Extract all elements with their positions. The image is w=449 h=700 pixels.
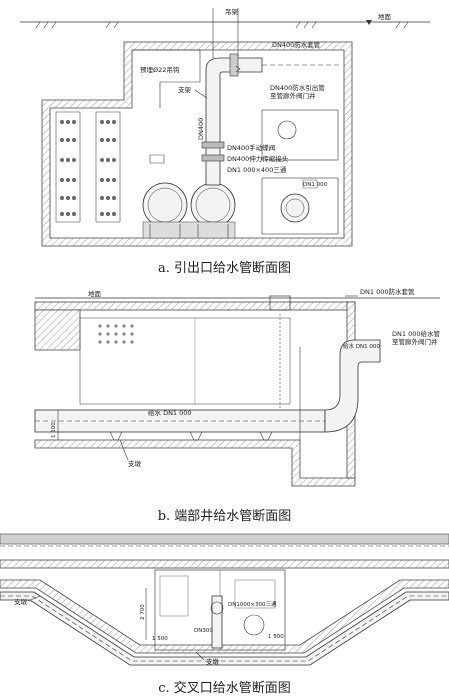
section-c-road-band bbox=[0, 533, 449, 545]
section-a-ground-marker bbox=[366, 20, 372, 25]
section-c-dim-left: 1 500 bbox=[152, 636, 168, 642]
section-b-bottom-slab bbox=[34, 439, 356, 487]
section-b-outlet-label-2: 至管廊外阀门井 bbox=[392, 337, 438, 346]
section-a-cable-trays bbox=[55, 111, 121, 223]
section-a-riser bbox=[201, 8, 340, 186]
section-a-box-label: DN1 000 bbox=[303, 182, 328, 188]
section-c-dim-height: 2 700 bbox=[140, 604, 146, 620]
section-c-drawing: 2 700 1 500 1 500 支墩 DN1000×300三通 DN300 … bbox=[0, 533, 449, 666]
section-b-ground-label: 地面 bbox=[88, 289, 102, 298]
caption-b: b. 端部井给水管断面图 bbox=[157, 509, 292, 524]
section-a-tee-label: DN1 000×400三通 bbox=[227, 165, 287, 174]
section-b-outlet-label-1: DN1 000给水管 bbox=[392, 329, 440, 338]
section-c-support-left-label: 支墩 bbox=[14, 597, 28, 606]
section-b-sleeve-label: DN1 000防水套管 bbox=[360, 287, 415, 296]
section-a-main-pipes bbox=[142, 182, 236, 239]
section-a-hanger-label: 吊架 bbox=[225, 8, 239, 16]
section-a-roof-step bbox=[132, 49, 201, 108]
section-a-ground-hatch bbox=[35, 21, 409, 29]
section-b-riser-pipe bbox=[324, 339, 381, 433]
section-c-riser bbox=[211, 595, 223, 649]
section-b-drawing: 地面 DN1 000防水套管 DN1 bbox=[34, 287, 440, 487]
caption-a: a. 引出口给水管断面图 bbox=[157, 261, 291, 276]
section-b-inner-label: 给水 DN1 000 bbox=[343, 342, 380, 350]
caption-c: c. 交叉口给水管断面图 bbox=[158, 681, 291, 696]
section-b-chamber bbox=[79, 317, 291, 405]
section-a-ground-label: 地面 bbox=[378, 12, 392, 21]
section-b-cable-grid bbox=[98, 324, 134, 344]
section-c-tee-label: DN1000×300三通 bbox=[228, 600, 277, 608]
section-a-valve-box bbox=[149, 154, 165, 164]
section-a-sleeve-label: DN400防水套管 bbox=[272, 40, 321, 49]
section-b-top-slab bbox=[34, 301, 356, 311]
section-b-support-label: 支墩 bbox=[128, 459, 142, 468]
section-b-main-label: 给水 DN1 000 bbox=[148, 408, 192, 417]
section-a-support-label: 支架 bbox=[178, 85, 192, 94]
section-a-vertical-label: DN400 bbox=[197, 118, 205, 140]
section-b-dim-label: 1 100 bbox=[51, 422, 57, 438]
section-a-outlet-pipe-label-1: DN400防水引出管 bbox=[270, 83, 325, 92]
section-a-right-chambers bbox=[261, 109, 339, 235]
section-a-outer-wall bbox=[41, 41, 353, 247]
section-a-outlet-pipe-label-2: 至管廊外阀门井 bbox=[270, 91, 316, 100]
section-a-valve-label: DN400手动蝶阀 bbox=[227, 143, 275, 152]
section-b-manhole bbox=[269, 295, 291, 311]
section-c-top-slab bbox=[0, 559, 449, 569]
section-c-vertical-label: DN300 bbox=[194, 628, 213, 634]
section-b-supports bbox=[109, 431, 273, 441]
section-a-joint-label: DN400伸力传缩接头 bbox=[227, 154, 289, 163]
section-a-hook-label: 预埋Ø22吊钩 bbox=[140, 65, 180, 74]
section-c-support-bottom-label: 支墩 bbox=[206, 657, 220, 666]
section-c-v-wall bbox=[0, 579, 449, 654]
section-a-drawing: 地面 bbox=[20, 8, 430, 247]
section-b-left-wall bbox=[34, 309, 81, 351]
section-c-dim-right: 1 500 bbox=[268, 634, 284, 640]
